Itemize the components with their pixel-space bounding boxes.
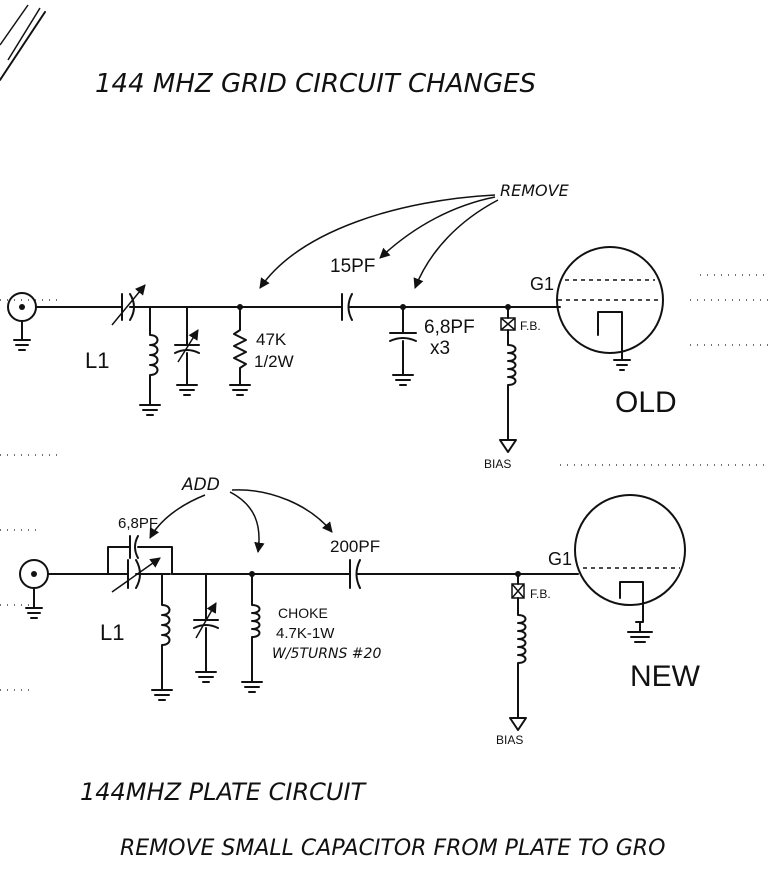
plate-title: 144MHZ PLATE CIRCUIT (80, 778, 368, 806)
ground-icon (627, 597, 653, 643)
cap-200pf-label: 200PF (330, 537, 380, 556)
grid-label: G1 (530, 274, 554, 294)
ground-icon (229, 384, 251, 396)
bias-terminal-icon (509, 717, 527, 731)
old-circuit: L1 47K 1/2W 15PF 6,8PF x3 F.B. BIAS (7, 181, 677, 471)
coil-l1-icon (161, 573, 171, 691)
ground-icon (176, 384, 198, 396)
ferrite-bead-label: F.B. (520, 319, 541, 333)
capacitor-15pf-icon (334, 293, 401, 321)
ground-icon (139, 404, 161, 416)
cap-68pf-label: 6,8PF (424, 317, 475, 338)
variable-capacitor-icon (109, 293, 151, 321)
new-circuit: 6,8PF L1 CHOKE 4.7K-1W W/5TURNS #20 200P… (19, 475, 701, 747)
bias-label: BIAS (484, 457, 511, 471)
variable-capacitor-icon (117, 559, 171, 589)
trimmer-capacitor-icon (193, 573, 219, 673)
ground-icon (25, 587, 43, 619)
ground-icon (241, 681, 263, 693)
add-arrow (229, 491, 265, 554)
choke-value: 4.7K-1W (276, 625, 335, 642)
page-title: 144 MHZ GRID CIRCUIT CHANGES (95, 69, 536, 99)
trimmer-capacitor-icon (174, 306, 200, 386)
ground-icon (13, 320, 31, 351)
plate-instruction: REMOVE SMALL CAPACITOR FROM PLATE TO GRO (120, 836, 665, 861)
ferrite-bead-label: F.B. (530, 587, 551, 601)
remove-arrow (413, 199, 499, 289)
choke-icon (251, 573, 261, 683)
old-caption: OLD (615, 386, 677, 419)
tube-cathode (619, 581, 644, 599)
new-caption: NEW (630, 660, 701, 693)
remove-arrow (379, 196, 496, 259)
inductor-label: L1 (100, 620, 124, 645)
choke-label: CHOKE (278, 605, 328, 621)
cap-68pf-qty: x3 (430, 338, 450, 359)
vacuum-tube-icon (574, 494, 686, 606)
resistor-icon (233, 306, 247, 386)
coil-l1-icon (149, 306, 159, 406)
ground-icon (392, 374, 414, 386)
remove-arrow (259, 194, 496, 289)
add-label: ADD (181, 475, 220, 495)
add-arrow (149, 494, 206, 539)
choke-winding: W/5TURNS #20 (272, 646, 381, 662)
capacitor-68pf-icon (389, 306, 417, 376)
corner-scribble (0, 4, 46, 81)
ground-icon (195, 671, 217, 683)
inductor-label: L1 (85, 348, 109, 373)
bias-choke-icon (507, 306, 517, 441)
vacuum-tube-icon (556, 246, 664, 354)
ground-icon (613, 334, 631, 371)
ground-icon (151, 689, 173, 701)
bias-label: BIAS (496, 733, 523, 747)
cap-15pf-label: 15PF (330, 256, 375, 277)
remove-label: REMOVE (500, 181, 570, 200)
capacitor-200pf-icon (344, 559, 519, 589)
add-arrow (231, 489, 333, 533)
grid-label: G1 (548, 549, 572, 569)
bias-terminal-icon (499, 439, 517, 453)
capacitor-68pf-added-icon (107, 535, 173, 575)
tube-cathode (597, 311, 623, 336)
resistor-wattage: 1/2W (254, 352, 294, 371)
cap-68pf-label: 6,8PF (118, 515, 158, 532)
bias-choke-icon (517, 573, 527, 719)
resistor-value: 47K (256, 330, 287, 349)
